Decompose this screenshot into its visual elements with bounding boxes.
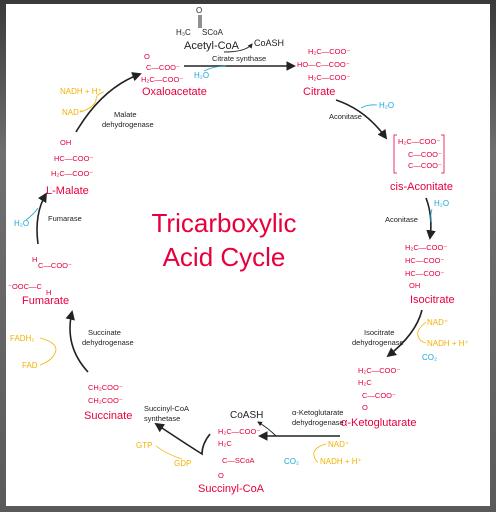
nadh-malate: NADH + H⁺ <box>60 87 102 96</box>
alpha-ketoglutarate-label: α-Ketoglutarate <box>341 417 416 429</box>
aconitase-1-arrow <box>335 99 388 140</box>
svg-text:OH: OH <box>409 281 420 290</box>
succinyl-coa: H₂C—COO⁻ H₂C C—SCoA O Succinyl-CoA <box>198 427 265 495</box>
svg-text:HC—COO⁻: HC—COO⁻ <box>405 256 444 265</box>
cis-aconitate-label: cis-Aconitate <box>390 181 453 193</box>
h2o-aconitase-2: H₂O <box>434 199 449 208</box>
fumarate: H C—COO⁻ ⁻OOC—C H Fumarate <box>8 255 72 307</box>
acetyl-coa-methyl: H₃C <box>176 28 191 37</box>
title-line-1: Tricarboxylic <box>152 208 297 238</box>
h2o-fumarase: H₂O <box>14 219 29 228</box>
l-malate: OH HC—COO⁻ H₂C—COO⁻ L-Malate <box>46 138 93 197</box>
svg-text:H: H <box>32 255 37 264</box>
succinate-dh-line-1: Succinate <box>88 328 121 337</box>
svg-text:H₂C: H₂C <box>358 378 372 387</box>
malate-dh-line-1: Malate <box>114 110 137 119</box>
fumarase-arrow <box>36 192 47 245</box>
co2-akg: CO₂ <box>284 457 299 466</box>
succinyl-coa-label: Succinyl-CoA <box>198 483 265 495</box>
svg-text:HC—COO⁻: HC—COO⁻ <box>54 154 93 163</box>
svg-text:C—COO⁻: C—COO⁻ <box>408 161 442 170</box>
isocitrate-dh-line-1: Isocitrate <box>364 328 394 337</box>
acetyl-coa-scoa: SCoA <box>202 28 224 37</box>
alpha-ketoglutarate: H₂C—COO⁻ H₂C C—COO⁻ O α-Ketoglutarate <box>341 366 416 429</box>
succinyl-coa-synthetase-line-1: Succinyl-CoA <box>144 404 189 413</box>
svg-text:H₂C—COO⁻: H₂C—COO⁻ <box>218 427 260 436</box>
succinyl-coa-synthetase-arrow <box>154 422 211 456</box>
svg-text:C—COO⁻: C—COO⁻ <box>146 63 180 72</box>
co2-isocitrate: CO₂ <box>422 353 437 362</box>
svg-text:CH₂COO⁻: CH₂COO⁻ <box>88 383 123 392</box>
svg-text:C—SCoA: C—SCoA <box>222 456 255 465</box>
svg-text:O: O <box>144 52 150 61</box>
succinate-dh-line-2: dehydrogenase <box>82 338 134 347</box>
fumarate-label: Fumarate <box>22 295 69 307</box>
coash-akg: CoASH <box>230 410 263 421</box>
h2o-aconitase-1: H₂O <box>379 101 394 110</box>
succinate-dehydrogenase-arrow <box>65 310 89 373</box>
aconitase-2-label: Aconitase <box>385 215 418 224</box>
isocitrate: H₂C—COO⁻ HC—COO⁻ HC—COO⁻ OH Isocitrate <box>405 243 455 306</box>
oxaloacetate-label: Oxaloacetate <box>142 86 207 98</box>
gtp: GTP <box>136 441 152 450</box>
h2o-citrate-synthase: H₂O <box>194 71 209 80</box>
akg-dh-line-1: α-Ketoglutarate <box>292 408 343 417</box>
cis-aconitate: H₂C—COO⁻ C—COO⁻ C—COO⁻ cis-Aconitate <box>390 134 453 193</box>
svg-text:H: H <box>46 288 51 297</box>
nadh-akg: NADH + H⁺ <box>320 457 362 466</box>
coash-release-label: CoASH <box>254 38 284 48</box>
svg-text:H₂C—COO⁻: H₂C—COO⁻ <box>308 73 350 82</box>
oxaloacetate: O C—COO⁻ H₂C—COO⁻ Oxaloacetate <box>141 52 207 98</box>
svg-text:C—COO⁻: C—COO⁻ <box>38 261 72 270</box>
citrate-label: Citrate <box>303 86 335 98</box>
svg-text:OH: OH <box>60 138 71 147</box>
svg-text:H₂C—COO⁻: H₂C—COO⁻ <box>358 366 400 375</box>
nad-isocitrate: NAD⁺ <box>427 318 448 327</box>
aconitase-1-label: Aconitase <box>329 112 362 121</box>
nad-akg: NAD⁺ <box>328 440 349 449</box>
svg-text:HC—COO⁻: HC—COO⁻ <box>405 269 444 278</box>
isocitrate-label: Isocitrate <box>410 294 455 306</box>
akg-dh-line-2: dehydrogenase <box>292 418 344 427</box>
nad-malate: NAD⁺ <box>62 108 83 117</box>
svg-text:H₂C: H₂C <box>218 439 232 448</box>
fumarase-label: Fumarase <box>48 214 82 223</box>
fadh2: FADH₂ <box>10 334 34 343</box>
tca-cycle-diagram: Tricarboxylic Acid Cycle O H₃C SCoA Acet… <box>8 6 469 495</box>
svg-text:⁻OOC—C: ⁻OOC—C <box>8 282 43 291</box>
succinate-label: Succinate <box>84 410 132 422</box>
svg-text:O: O <box>362 403 368 412</box>
title-line-2: Acid Cycle <box>163 242 286 272</box>
isocitrate-dh-line-2: dehydrogenase <box>352 338 404 347</box>
svg-text:CH₂COO⁻: CH₂COO⁻ <box>88 396 123 405</box>
diagram-panel: Tricarboxylic Acid Cycle O H₃C SCoA Acet… <box>6 4 490 506</box>
gdp: GDP <box>174 459 191 468</box>
acetyl-coa-label: Acetyl-CoA <box>184 40 240 52</box>
svg-text:H₂C—COO⁻: H₂C—COO⁻ <box>308 47 350 56</box>
succinate: CH₂COO⁻ CH₂COO⁻ Succinate <box>84 383 132 422</box>
svg-text:H₂C—COO⁻: H₂C—COO⁻ <box>141 75 183 84</box>
svg-text:C—COO⁻: C—COO⁻ <box>408 150 442 159</box>
fad: FAD <box>22 361 38 370</box>
svg-text:H₂C—COO⁻: H₂C—COO⁻ <box>405 243 447 252</box>
l-malate-label: L-Malate <box>46 185 89 197</box>
citrate-synthase-label: Citrate synthase <box>212 54 266 63</box>
nadh-isocitrate: NADH + H⁺ <box>427 339 469 348</box>
svg-text:O: O <box>218 471 224 480</box>
svg-text:H₂C—COO⁻: H₂C—COO⁻ <box>398 137 440 146</box>
svg-text:C—COO⁻: C—COO⁻ <box>362 391 396 400</box>
aconitase-2-arrow <box>425 197 436 240</box>
malate-dh-line-2: dehydrogenase <box>102 120 154 129</box>
isocitrate-dehydrogenase-arrow <box>386 309 423 358</box>
succinyl-coa-synthetase-line-2: synthetase <box>144 414 180 423</box>
acetyl-coa-oxygen: O <box>196 6 202 15</box>
svg-text:H₂C—COO⁻: H₂C—COO⁻ <box>51 169 93 178</box>
svg-text:HO—C—COO⁻: HO—C—COO⁻ <box>297 60 350 69</box>
citrate: H₂C—COO⁻ HO—C—COO⁻ H₂C—COO⁻ Citrate <box>297 47 350 98</box>
malate-dehydrogenase-arrow <box>75 72 142 133</box>
acetyl-coa: O H₃C SCoA Acetyl-CoA <box>176 6 240 52</box>
